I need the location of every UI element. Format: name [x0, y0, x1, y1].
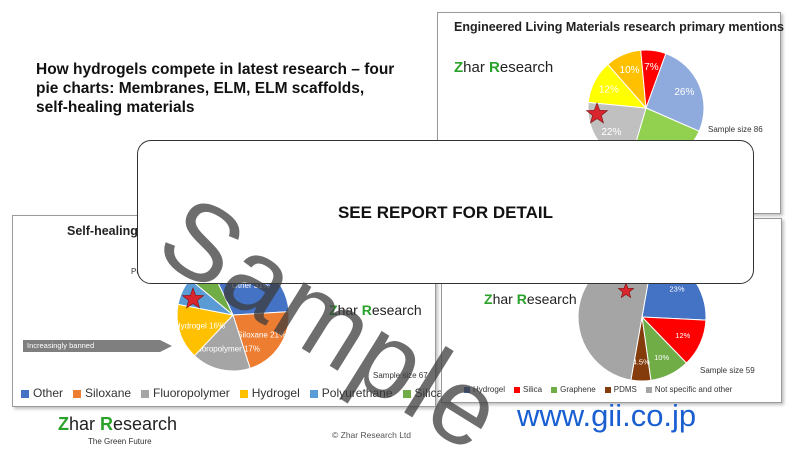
legend-label: Siloxane: [85, 386, 132, 400]
legend-label: Polyurethane: [321, 386, 393, 400]
self-healing-sample-size: Sample size 67: [373, 371, 428, 380]
scaffold-zhar-logo: Zhar Research: [484, 291, 577, 307]
legend-swatch: [645, 386, 652, 393]
pie-data-label: Fluoropolymer 17%: [191, 345, 260, 354]
copyright-text: © Zhar Research Ltd: [332, 430, 412, 440]
highlight-star-icon: [585, 102, 609, 124]
headline-text: How hydrogels compete in latest research…: [36, 61, 395, 116]
pie-slice: [645, 52, 705, 132]
legend-swatch: [239, 389, 248, 398]
see-report-banner: SEE REPORT FOR DETAIL: [137, 140, 754, 284]
pie-data-label: 4.5%: [633, 357, 650, 366]
legend-swatch: [309, 389, 318, 398]
elm-chart-title: Engineered Living Materials research pri…: [454, 20, 784, 34]
footer-zhar-logo: Zhar Research: [58, 414, 178, 434]
legend-swatch: [21, 389, 29, 398]
legend-entry: Hydrogel: [464, 385, 505, 394]
pie-data-label: Siloxane 21%: [237, 330, 286, 339]
self-healing-zhar-logo: Zhar Research: [329, 302, 422, 318]
self-healing-legend: Other Siloxane Fluoropolymer Hydrogel Polyur…: [21, 386, 443, 400]
self-healing-overlap-label: Pu: [131, 267, 141, 276]
pie-data-label: 12%: [675, 331, 690, 340]
legend-swatch: [464, 386, 470, 393]
pie-slice: [640, 49, 667, 109]
legend-label: Hydrogel: [473, 385, 506, 394]
highlight-star-icon: [181, 287, 205, 309]
pie-data-label: 7%: [644, 62, 659, 73]
legend-label: PDMS: [613, 385, 637, 394]
pie-data-label: 22%: [601, 127, 621, 138]
legend-entry: Silica: [402, 386, 444, 400]
legend-entry: PDMS: [604, 385, 637, 394]
gii-website-link[interactable]: www.gii.co.jp: [517, 398, 697, 433]
legend-label: Silica: [414, 386, 444, 400]
elm-zhar-logo: Zhar Research: [454, 59, 554, 76]
legend-entry: Siloxane: [73, 386, 131, 400]
legend-entry: Silica: [514, 385, 542, 394]
legend-label: Silica: [523, 385, 543, 394]
legend-entry: Polyurethane: [309, 386, 393, 400]
increasingly-banned-label: Increasingly banned: [27, 341, 95, 350]
legend-label: Not specific and other: [654, 385, 733, 394]
legend-swatch: [141, 389, 150, 398]
pie-data-label: 12%: [599, 84, 619, 95]
pie-data-label: Other 31%: [232, 281, 270, 290]
legend-entry: Graphene: [551, 385, 596, 394]
legend-swatch: [73, 389, 82, 398]
legend-label: Graphene: [560, 385, 596, 394]
legend-swatch: [551, 386, 558, 393]
increasingly-banned-arrow: Increasingly banned: [23, 340, 172, 352]
pie-slice: [232, 311, 290, 369]
pie-data-label: 10%: [620, 65, 640, 76]
pie-slice: [176, 303, 234, 357]
scaffold-sample-size: Sample size 59: [700, 366, 755, 375]
pie-slice: [193, 314, 251, 372]
legend-label: Other: [33, 386, 64, 400]
legend-entry: Hydrogel: [239, 386, 300, 400]
legend-label: Hydrogel: [251, 386, 300, 400]
elm-sample-size: Sample size 86: [708, 125, 763, 134]
legend-label: Fluoropolymer: [153, 386, 230, 400]
highlight-star-icon: [617, 282, 635, 299]
see-report-text: SEE REPORT FOR DETAIL: [337, 203, 554, 222]
pie-data-label: Hydrogel 16%: [175, 321, 225, 330]
pie-data-label: 26%: [674, 87, 694, 98]
scaffold-legend: Hydrogel Silica Graphene PDMS Not specific a…: [464, 385, 732, 394]
pie-data-label: 23%: [670, 285, 685, 294]
scaffold-pie-chart: 23% 12% 10% 4.5%: [577, 252, 707, 382]
pie-data-label: 10%: [654, 353, 669, 362]
legend-swatch: [514, 386, 521, 393]
footer-tagline: The Green Future: [88, 437, 152, 446]
self-healing-chart-title: Self-healing: [67, 224, 138, 238]
legend-entry: Other: [21, 386, 63, 400]
legend-entry: Fluoropolymer: [141, 386, 230, 400]
legend-entry: Not specific and other: [645, 385, 733, 394]
legend-swatch: [402, 389, 411, 398]
legend-swatch: [604, 386, 611, 393]
